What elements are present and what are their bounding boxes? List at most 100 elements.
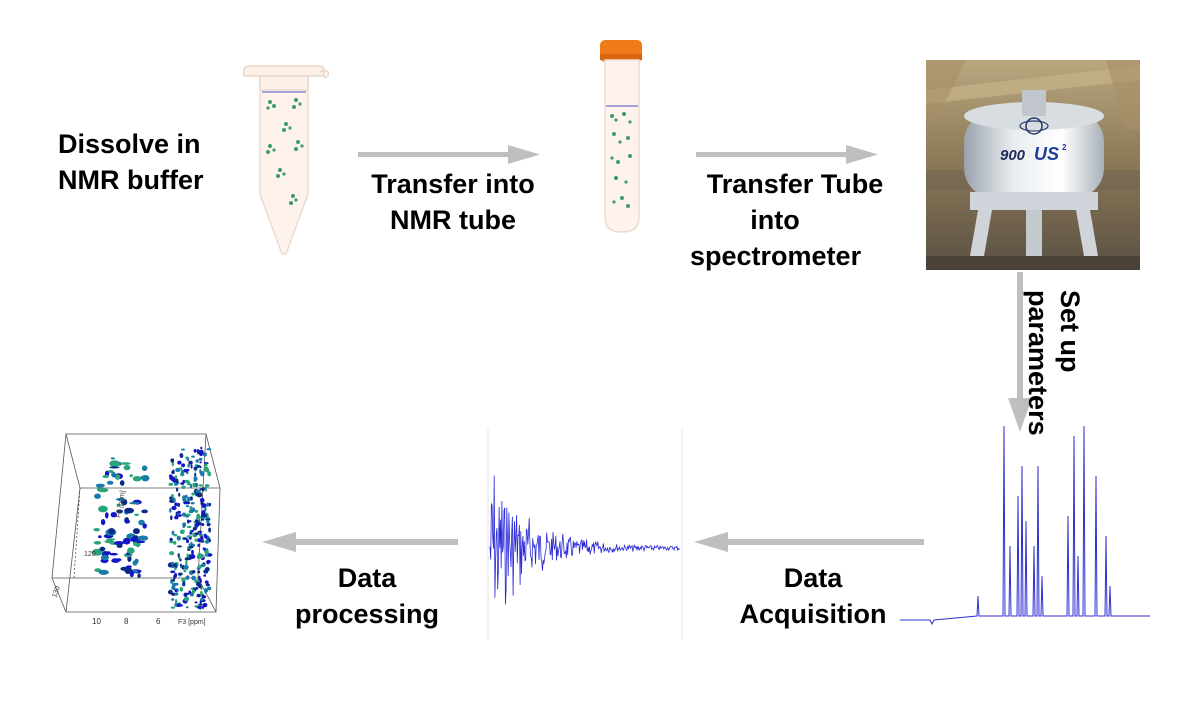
plot3d-peak — [174, 515, 179, 520]
plot3d-peak — [201, 503, 207, 508]
plot3d-peak — [206, 586, 212, 591]
plot3d-y-tick-0: 120 — [84, 551, 96, 558]
plot3d-peak — [141, 509, 148, 514]
plot3d-peak — [179, 558, 182, 562]
plot3d-peak — [170, 579, 174, 584]
plot3d-peak — [200, 446, 203, 450]
plot3d-peak — [183, 500, 188, 505]
plot3d-peak — [137, 573, 141, 579]
plot3d-peak — [99, 546, 106, 552]
plot3d-peak — [207, 553, 213, 557]
plot3d-peak — [174, 475, 178, 480]
plot3d-peak — [173, 534, 178, 537]
plot3d-peak — [109, 466, 120, 469]
plot3d-peak — [181, 448, 185, 451]
plot3d-peak — [189, 532, 193, 535]
plot3d-peak — [195, 459, 199, 463]
plot3d-peak — [171, 598, 175, 601]
fid-trace — [489, 475, 680, 605]
plot3d-peak — [173, 483, 178, 486]
plot3d-peak — [175, 599, 178, 604]
label-transfer-spectrometer-line3: spectrometer — [690, 241, 862, 271]
plot3d-peak — [184, 479, 190, 483]
plot3d-peak — [171, 470, 175, 475]
nmr-3d-plot: 10 8 6 F3 [ppm] 120 130 F2 [ppm] — [51, 433, 221, 626]
plot3d-peak — [202, 547, 206, 550]
plot3d-peak — [183, 564, 189, 570]
plot3d-peak — [175, 467, 181, 473]
plot3d-peak — [171, 505, 177, 511]
plot3d-peak — [197, 570, 201, 574]
plot3d-z-label: F2 [ppm] — [115, 490, 127, 518]
plot3d-peak — [192, 533, 196, 537]
fid-line — [489, 475, 680, 605]
plot3d-peak — [185, 468, 190, 472]
plot3d-peak — [98, 505, 108, 513]
plot3d-peak — [199, 578, 202, 584]
spectrometer-photo: 900 US 2 — [926, 60, 1140, 270]
plot3d-peak — [140, 475, 150, 481]
label-setup: Set up parameters — [1022, 290, 1086, 436]
plot3d-peak — [200, 535, 204, 540]
plot3d-peak — [132, 528, 140, 535]
plot3d-peak — [170, 561, 175, 565]
spectrum-line — [900, 425, 1150, 626]
plot3d-peak — [170, 515, 173, 521]
plot3d-peak — [198, 484, 203, 487]
plot3d-peak — [174, 589, 177, 592]
plot3d-peak — [186, 557, 192, 560]
plot3d-peak — [124, 507, 134, 514]
plot3d-peak — [97, 488, 109, 493]
plot3d-peak — [181, 470, 184, 475]
plot3d-peak — [174, 567, 177, 571]
plot3d-peak — [208, 502, 212, 507]
label-setup-line1: Set up — [1055, 290, 1085, 373]
plot3d-peak — [170, 606, 176, 609]
plot3d-peak — [185, 560, 188, 566]
plot3d-peak — [191, 570, 196, 574]
plot3d-peak — [119, 480, 125, 486]
plot3d-peak — [194, 519, 198, 523]
eppendorf-tube-icon — [243, 65, 330, 255]
plot3d-peak — [174, 592, 179, 596]
fid-signal-plot — [487, 428, 683, 640]
plot3d-peak — [204, 550, 210, 555]
plot3d-peak — [208, 527, 212, 533]
plot3d-peak — [188, 545, 194, 549]
plot3d-peak — [192, 526, 197, 531]
plot3d-peak — [132, 569, 139, 573]
molecule-dots — [266, 98, 304, 205]
label-transfer-tube: Transfer into NMR tube — [358, 166, 548, 238]
plot3d-peak — [177, 545, 182, 548]
nmr-molecule-dots — [610, 112, 632, 208]
plot3d-peak — [187, 463, 190, 468]
plot3d-peak — [116, 503, 121, 507]
label-processing-line2: processing — [294, 599, 440, 629]
plot3d-peak — [207, 472, 212, 477]
arrow-down — [1008, 272, 1032, 432]
plot3d-peak — [177, 510, 181, 514]
plot3d-peak — [191, 455, 195, 458]
plot3d-peak — [181, 565, 185, 570]
plot3d-x-tick-0: 10 — [92, 617, 101, 626]
plot3d-peak — [169, 540, 174, 544]
plot3d-peak — [206, 502, 209, 507]
plot3d-peak — [190, 464, 193, 469]
plot3d-peak — [188, 460, 193, 465]
plot3d-peak — [169, 508, 172, 513]
plot3d-peak — [198, 457, 203, 461]
plot3d-peak — [201, 516, 206, 520]
plot3d-peak — [198, 519, 201, 522]
plot3d-peak — [200, 590, 203, 597]
plot3d-peak — [132, 476, 142, 482]
plot3d-peak — [179, 467, 183, 471]
plot3d-peak — [204, 467, 210, 473]
photo-brand-text: US — [1034, 144, 1059, 164]
plot3d-peak — [136, 540, 146, 544]
plot3d-peak — [171, 462, 174, 467]
plot3d-peak — [93, 541, 102, 545]
plot3d-peak — [194, 472, 197, 478]
plot3d-peak — [116, 509, 124, 514]
plot3d-peak — [177, 514, 182, 517]
plot3d-peak — [172, 578, 175, 582]
